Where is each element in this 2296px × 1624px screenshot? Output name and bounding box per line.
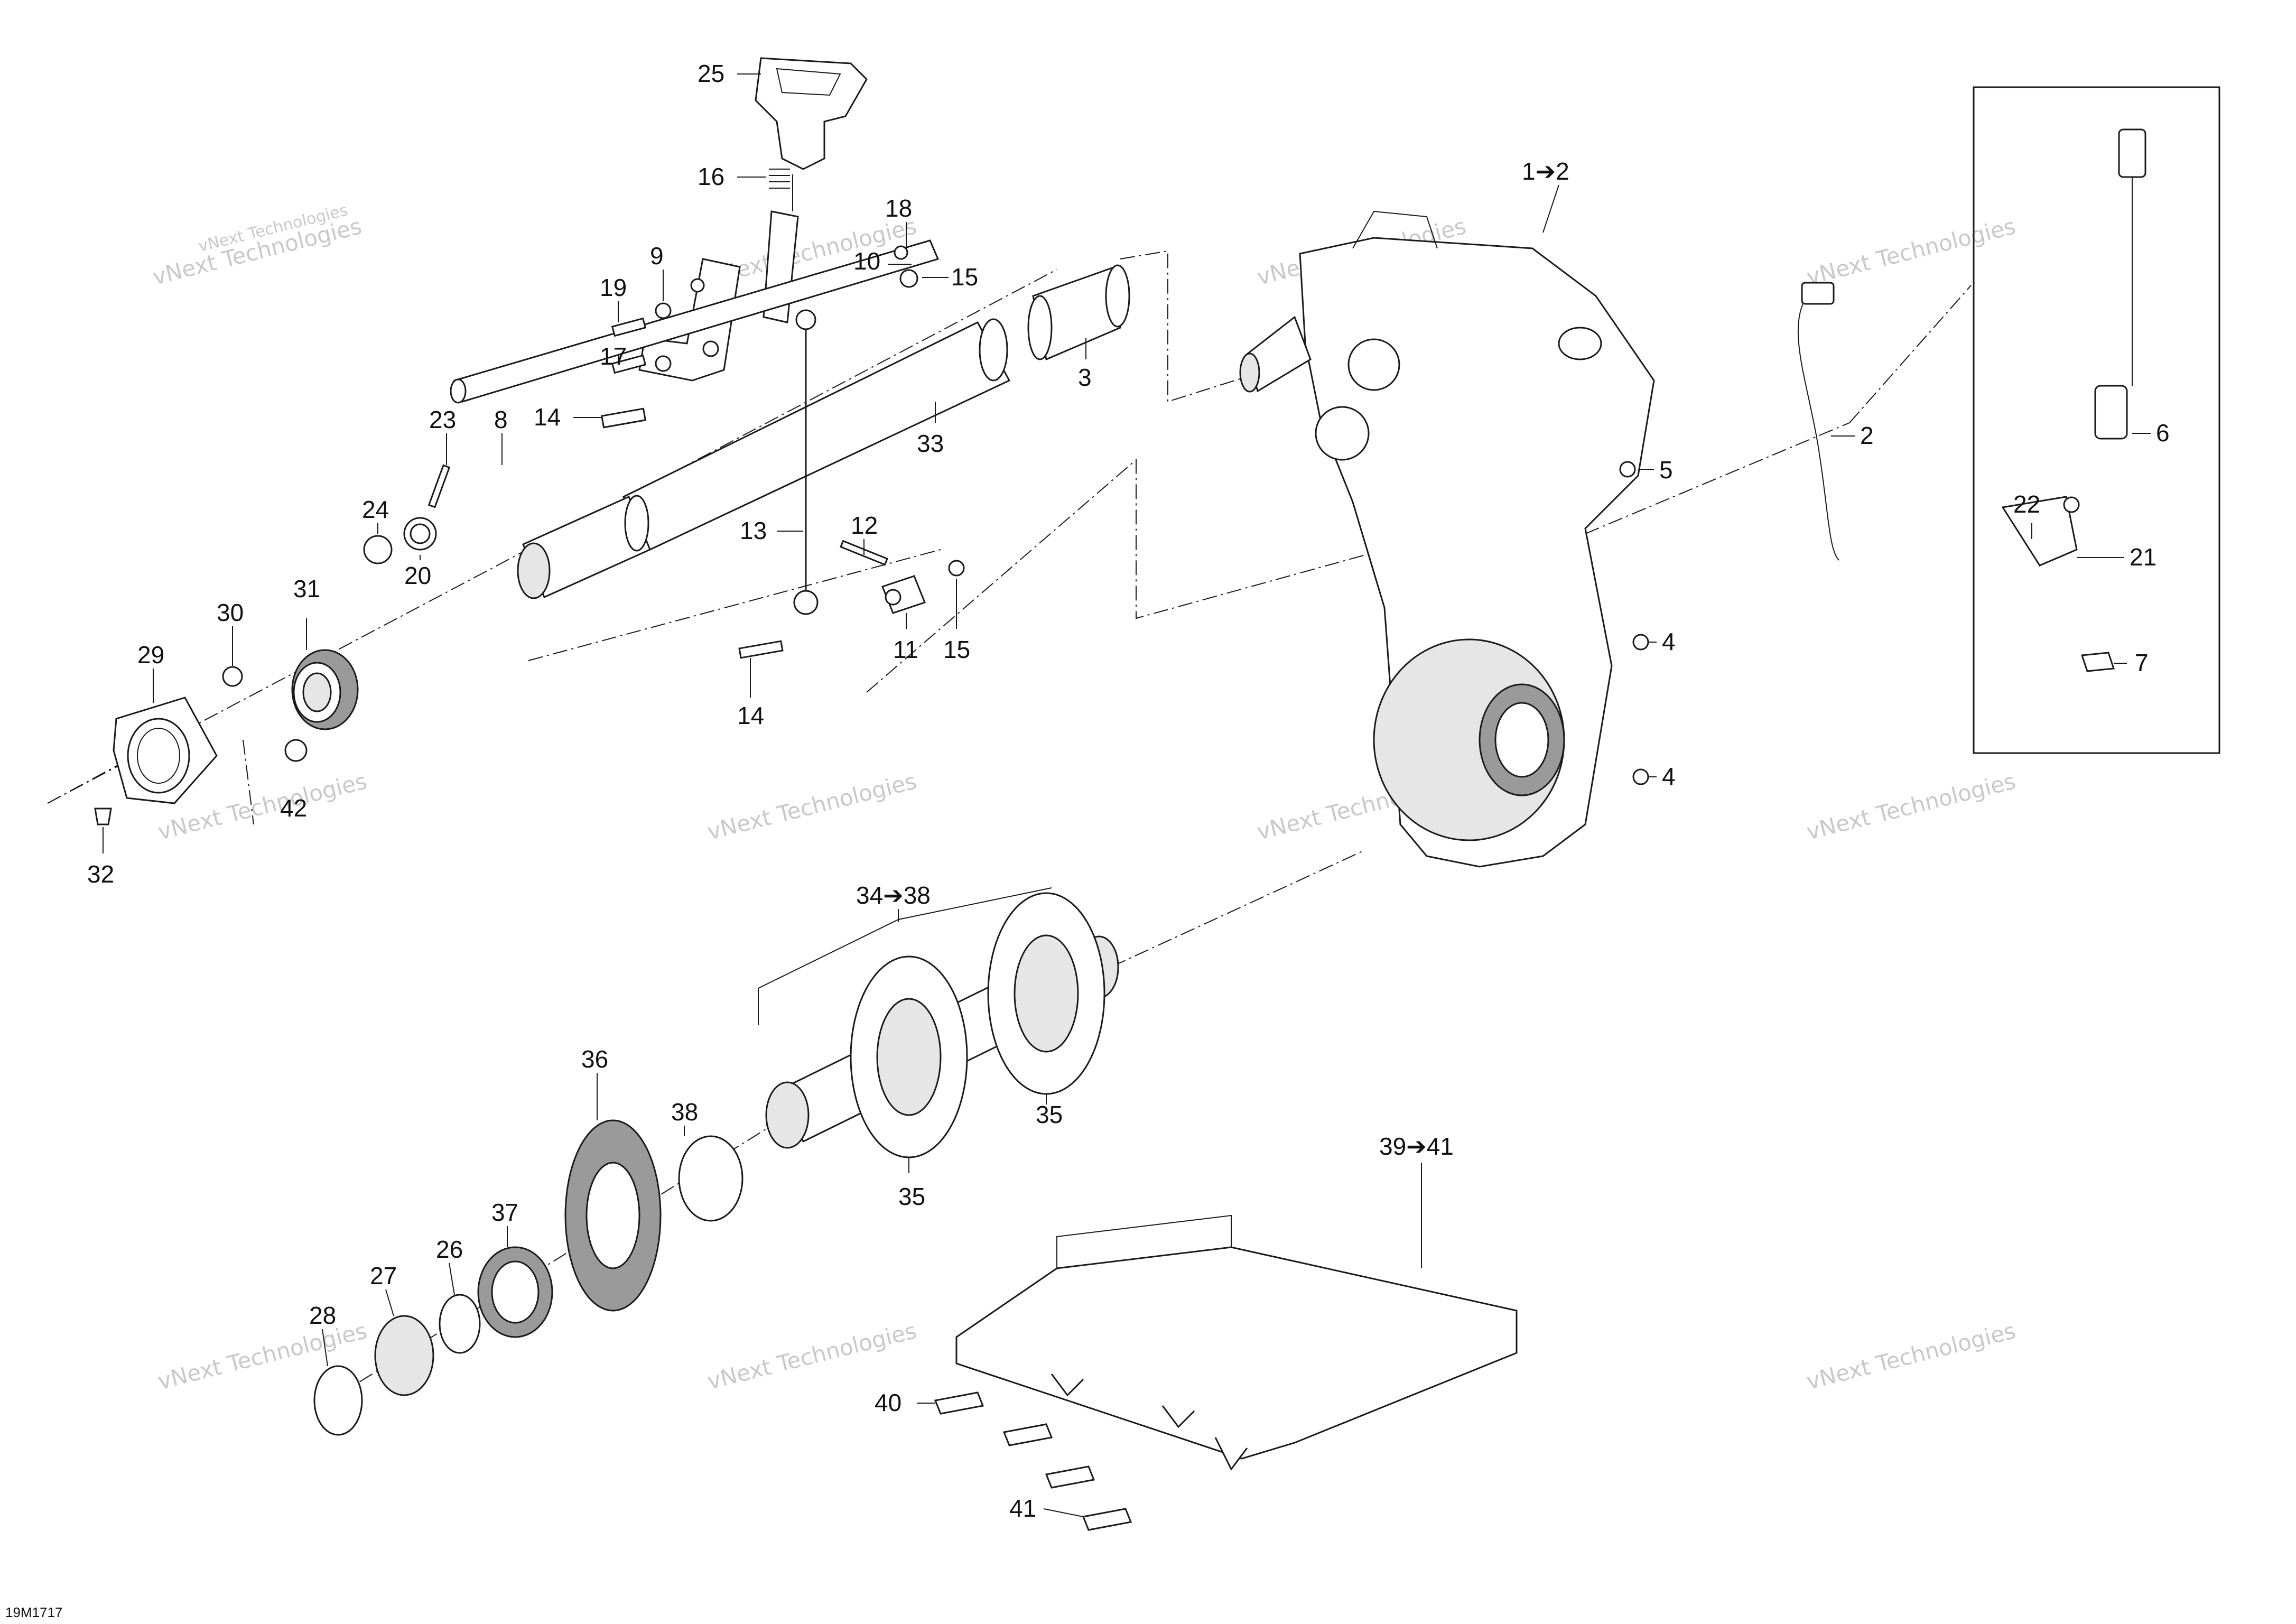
callout-21: 21 (2130, 543, 2156, 571)
callout-16: 16 (698, 163, 724, 190)
callout-3: 3 (1078, 364, 1092, 391)
callout-22: 22 (2013, 490, 2040, 518)
callout-32: 32 (87, 860, 114, 888)
assembly-axes (47, 250, 1972, 1396)
shift-rod (450, 239, 940, 404)
sensor-kit-box (1973, 86, 2220, 754)
callout-42: 42 (280, 794, 307, 822)
bearing-housing (113, 697, 218, 804)
callout-27: 27 (370, 1262, 397, 1289)
callout-36: 36 (581, 1045, 608, 1073)
callout-24: 24 (362, 496, 389, 523)
svg-text:vNext Technologies: vNext Technologies (705, 768, 919, 845)
callout-29: 29 (137, 641, 164, 669)
watermark: vNext Technologies (1804, 768, 2019, 845)
callout-15: 15 (943, 636, 970, 663)
callout-15: 15 (951, 263, 978, 291)
callout-30: 30 (217, 599, 244, 626)
callout-19: 19 (600, 274, 627, 301)
svg-text:vNext Technologies: vNext Technologies (1804, 213, 2019, 290)
link-rod (793, 309, 819, 615)
callout-38: 38 (671, 1098, 698, 1126)
chaincase-assembly (1239, 210, 1655, 868)
callout-14: 14 (534, 403, 561, 431)
axle-bearing-stack (313, 1119, 743, 1436)
callout-39-to-41: 39➔41 (1379, 1133, 1454, 1160)
bearing (291, 649, 359, 730)
drawing-code: 19M1717 (5, 1604, 62, 1620)
callout-7: 7 (2135, 649, 2149, 676)
callout-31: 31 (293, 575, 320, 602)
callout-34-to-38: 34➔38 (856, 881, 931, 909)
callout-17: 17 (600, 342, 627, 370)
slider-clips (934, 1391, 1132, 1531)
callout-12: 12 (851, 512, 878, 539)
watermark: vNext Technologies (1804, 1317, 2019, 1395)
callout-37: 37 (491, 1199, 518, 1226)
svg-text:vNext Technologies: vNext Technologies (1804, 768, 2019, 845)
watermark: vNext Technologies vNext Technologies (150, 201, 365, 290)
callout-labels: 25 16 18 10 15 9 19 17 14 23 8 3 33 24 2… (87, 60, 2170, 1522)
callout-11: 11 (893, 636, 918, 663)
svg-text:vNext Technologies: vNext Technologies (705, 1317, 919, 1395)
callout-5: 5 (1659, 456, 1673, 484)
callout-2: 2 (1860, 422, 1874, 449)
callout-14: 14 (737, 702, 764, 729)
shift-knob (755, 57, 868, 170)
callout-1-to-2: 1➔2 (1522, 157, 1569, 185)
callout-6: 6 (2156, 419, 2170, 447)
callout-9: 9 (650, 242, 664, 270)
callout-33: 33 (917, 430, 944, 457)
spring (769, 169, 793, 211)
drive-axle-assembly (758, 887, 1119, 1158)
callout-13: 13 (740, 517, 767, 544)
callout-25: 25 (698, 60, 724, 87)
callout-35: 35 (1036, 1101, 1063, 1128)
wiring-harness (1797, 282, 1839, 561)
drive-shaft-tube (517, 318, 1011, 599)
bushing (1027, 264, 1130, 361)
callout-40: 40 (875, 1389, 901, 1416)
callout-4: 4 (1662, 763, 1676, 790)
watermark: vNext Technologies (705, 1317, 919, 1395)
callout-10: 10 (853, 247, 880, 275)
slider-rail-assembly (955, 1163, 1518, 1471)
callout-23: 23 (429, 406, 456, 433)
callout-8: 8 (494, 406, 508, 433)
callout-28: 28 (309, 1302, 336, 1329)
chaincase-nuts (1619, 461, 1649, 785)
callout-4: 4 (1662, 628, 1676, 655)
hardware-small (94, 245, 965, 825)
callout-26: 26 (436, 1236, 463, 1263)
svg-text:vNext Technologies: vNext Technologies (1804, 1317, 2019, 1395)
callout-18: 18 (885, 194, 912, 222)
leader-lines (103, 73, 2151, 1517)
watermark: vNext Technologies (1804, 213, 2019, 290)
callout-35: 35 (898, 1183, 925, 1210)
callout-41: 41 (1009, 1495, 1036, 1522)
callout-20: 20 (404, 562, 431, 589)
watermark: vNext Technologies (705, 768, 919, 845)
